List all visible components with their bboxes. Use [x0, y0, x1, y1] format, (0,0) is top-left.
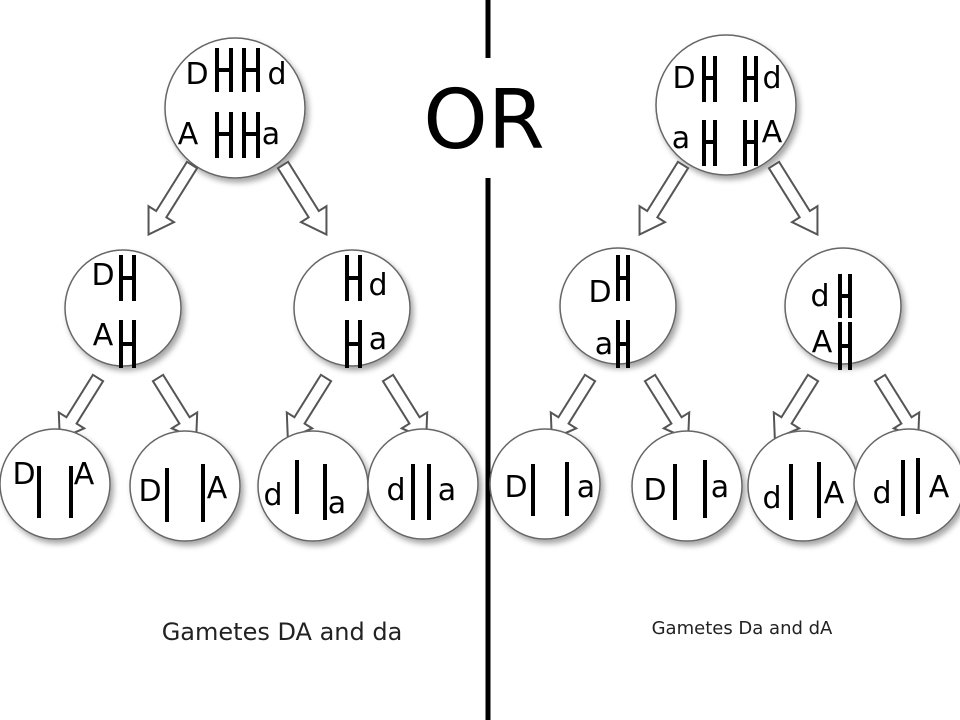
- allele-label: D: [12, 457, 35, 492]
- right-gamete-4: d A: [853, 428, 960, 540]
- allele-label: d: [762, 481, 781, 516]
- right-gamete-1: D a: [489, 428, 601, 540]
- allele-label: a: [711, 470, 729, 505]
- arrow-icon: [638, 160, 690, 237]
- allele-label: a: [262, 117, 280, 152]
- allele-label: D: [185, 57, 208, 92]
- arrow-icon: [381, 373, 429, 441]
- allele-label: D: [672, 61, 695, 96]
- allele-label: a: [438, 473, 456, 508]
- arrow-icon: [767, 160, 819, 237]
- right-parent-cell: D d a A: [655, 34, 797, 176]
- allele-label: a: [595, 327, 613, 362]
- arrow-icon: [643, 373, 691, 441]
- allele-label: D: [504, 470, 527, 505]
- allele-label: A: [812, 325, 833, 360]
- right-gamete-2: D a: [631, 430, 743, 542]
- chromosome-pair-d: [215, 48, 260, 92]
- arrow-icon: [151, 373, 199, 441]
- allele-label: D: [91, 258, 114, 293]
- allele-label: a: [672, 121, 690, 156]
- left-parent-cell: D d A a: [164, 37, 306, 179]
- allele-label: a: [369, 322, 387, 357]
- allele-label: A: [762, 115, 783, 150]
- allele-label: a: [577, 470, 595, 505]
- left-daughter-cell-1: D A: [64, 249, 182, 368]
- arrow-icon: [276, 160, 328, 237]
- title-or: OR: [423, 73, 545, 168]
- allele-label: A: [93, 318, 114, 353]
- allele-label: A: [74, 457, 95, 492]
- arrow-icon: [147, 160, 199, 237]
- left-gamete-2: D A: [129, 430, 241, 542]
- right-gamete-3: d A: [747, 430, 859, 542]
- allele-label: d: [263, 478, 282, 513]
- right-caption: Gametes Da and dA: [652, 618, 833, 639]
- right-daughter-cell-2: d A: [784, 247, 902, 370]
- left-caption: Gametes DA and da: [162, 618, 403, 646]
- allele-label: A: [207, 471, 228, 506]
- allele-label: d: [872, 476, 891, 511]
- allele-label: d: [368, 268, 387, 303]
- allele-label: A: [929, 470, 950, 505]
- allele-label: d: [386, 473, 405, 508]
- allele-label: D: [588, 275, 611, 310]
- allele-label: A: [824, 476, 845, 511]
- allele-label: a: [328, 486, 346, 521]
- allele-label: A: [178, 117, 199, 152]
- chromosome-pair-a: [702, 120, 758, 166]
- allele-label: D: [138, 474, 161, 509]
- left-daughter-cell-2: d a: [293, 249, 411, 368]
- allele-label: d: [762, 61, 781, 96]
- allele-label: d: [267, 57, 286, 92]
- allele-label: D: [643, 473, 666, 508]
- left-gamete-3: d a: [257, 430, 369, 542]
- allele-label: d: [810, 279, 829, 314]
- right-daughter-cell-1: D a: [559, 247, 677, 368]
- arrow-icon: [873, 373, 921, 441]
- chromosome-pair-d: [702, 56, 758, 102]
- left-gamete-1: D A: [0, 428, 111, 540]
- chromosome-pair-a: [215, 112, 260, 158]
- left-gamete-4: d a: [367, 428, 479, 540]
